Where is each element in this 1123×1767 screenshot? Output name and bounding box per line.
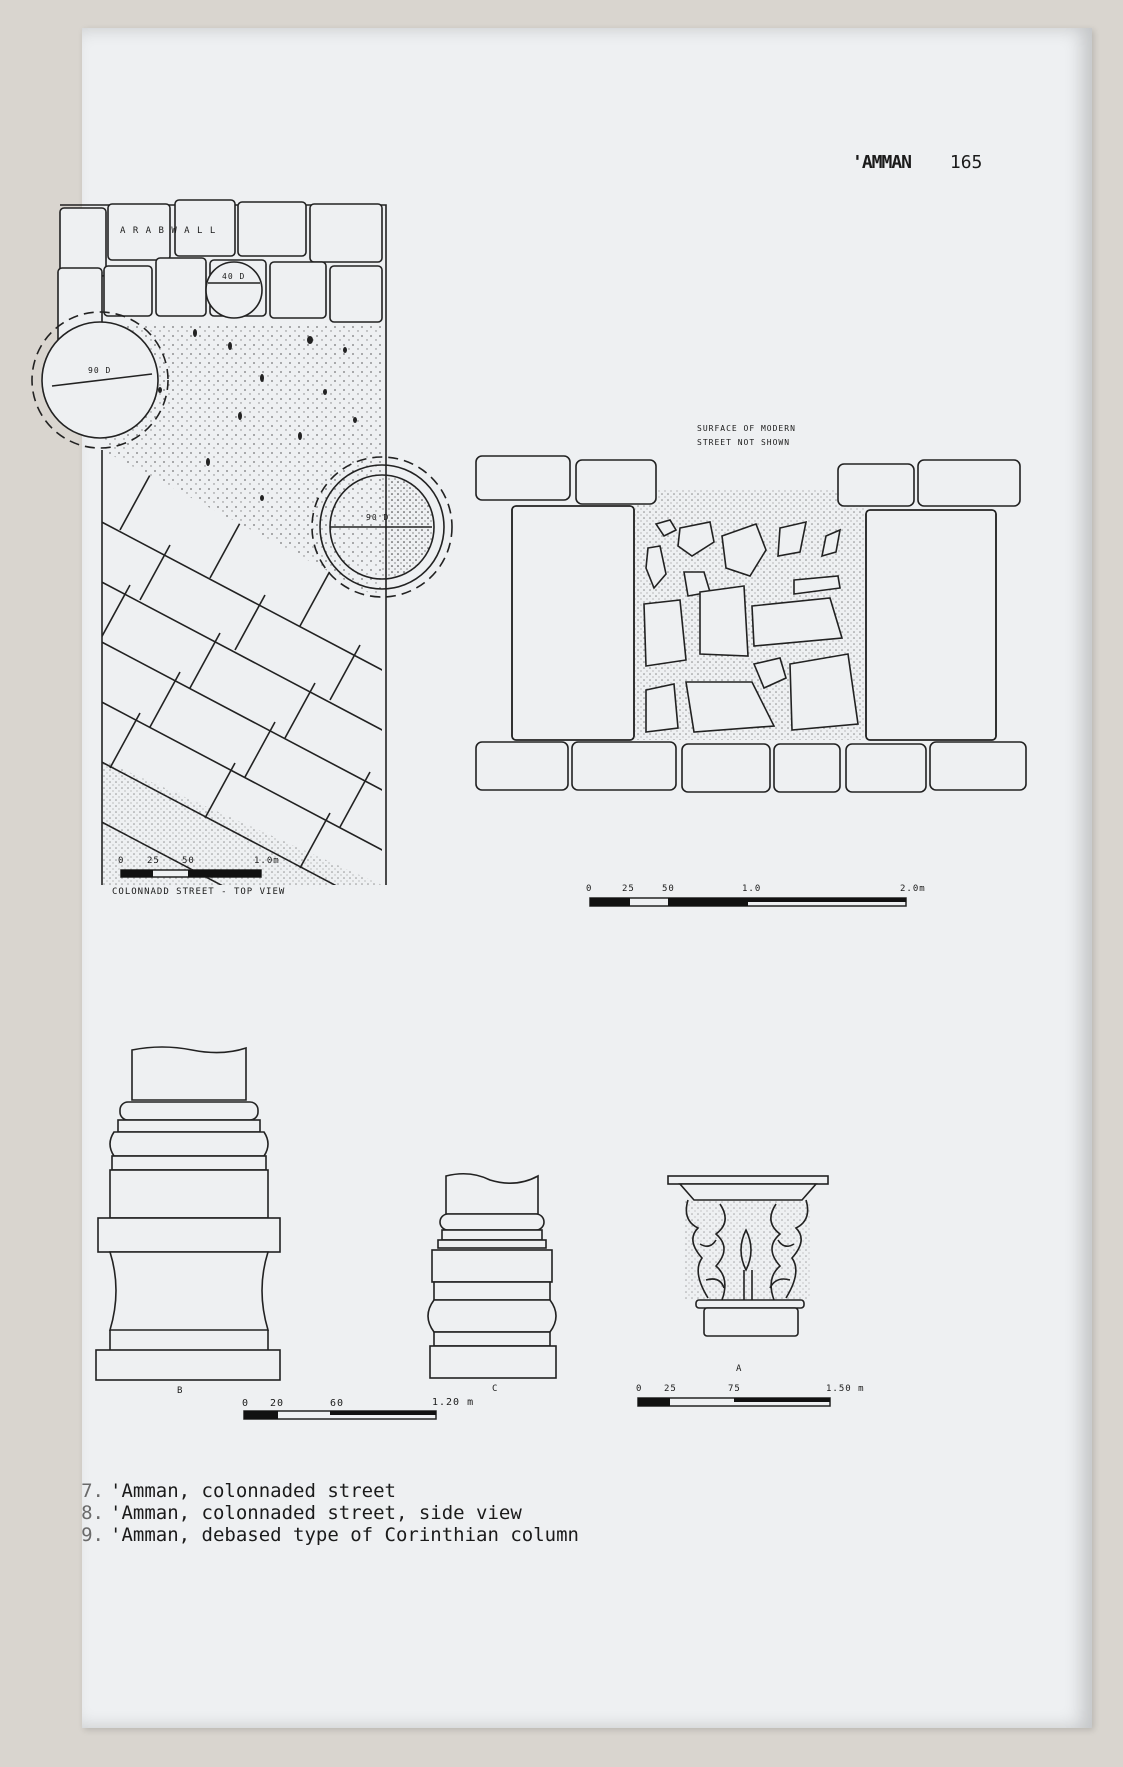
fig9-scale-bc-20: 20 [270,1398,285,1409]
caption-line: 9. 'Amman, debased type of Corinthian col… [80,1524,579,1546]
fig9-scale-bc-60: 60 [330,1398,345,1409]
fig9-label-a: A [736,1364,743,1374]
fig7-scale-50: 50 [182,856,195,866]
fig7-small-diameter: 40 D [222,272,246,281]
caption-line: 8. 'Amman, colonnaded street, side view [80,1502,579,1524]
fig8-note-line2: STREET NOT SHOWN [697,438,791,447]
caption-text: 'Amman, colonnaded street [110,1480,396,1502]
fig9-scale-a-25: 25 [664,1384,677,1394]
fig7-wall-label: A R A B W A L L [120,226,217,236]
fig9-scale-a-150: 1.50 m [826,1384,865,1394]
fig9-scale-a-75: 75 [728,1384,741,1394]
figure-captions: 7. 'Amman, colonnaded street 8. 'Amman, co… [80,1480,579,1546]
fig7-scale-1m: 1.0m [254,856,280,866]
running-header: 'AMMAN 165 [852,152,982,173]
fig9-scale-bc-0: 0 [242,1398,250,1409]
fig9-label-b: B [177,1386,184,1396]
fig9-scale-bc-120: 1.20 m [432,1397,475,1408]
page-number: 165 [949,152,983,173]
fig9-label-c: C [492,1384,499,1394]
fig8-scale-1: 1.0 [742,884,762,894]
caption-number: 9. [81,1524,104,1546]
caption-text: 'Amman, debased type of Corinthian colum… [110,1524,579,1546]
caption-text: 'Amman, colonnaded street, side view [110,1502,522,1524]
fig8-note-line1: SURFACE OF MODERN [697,424,796,433]
fig7-scale-25: 25 [147,856,160,866]
fig8-scale-25: 25 [622,884,635,894]
fig7-left-diameter: 90 D [88,366,112,375]
fig9-scale-a-0: 0 [636,1384,643,1394]
header-title: 'AMMAN [852,152,912,173]
fig7-scale-0: 0 [118,856,125,866]
caption-number: 7. [81,1480,104,1502]
fig7-title: COLONNADD STREET - TOP VIEW [112,887,286,897]
fig8-scale-50: 50 [662,884,675,894]
caption-line: 7. 'Amman, colonnaded street [80,1480,579,1502]
caption-number: 8. [81,1502,104,1524]
fig7-right-diameter: 90 D [366,513,390,522]
fig8-scale-2m: 2.0m [900,884,926,894]
fig8-scale-0: 0 [586,884,593,894]
